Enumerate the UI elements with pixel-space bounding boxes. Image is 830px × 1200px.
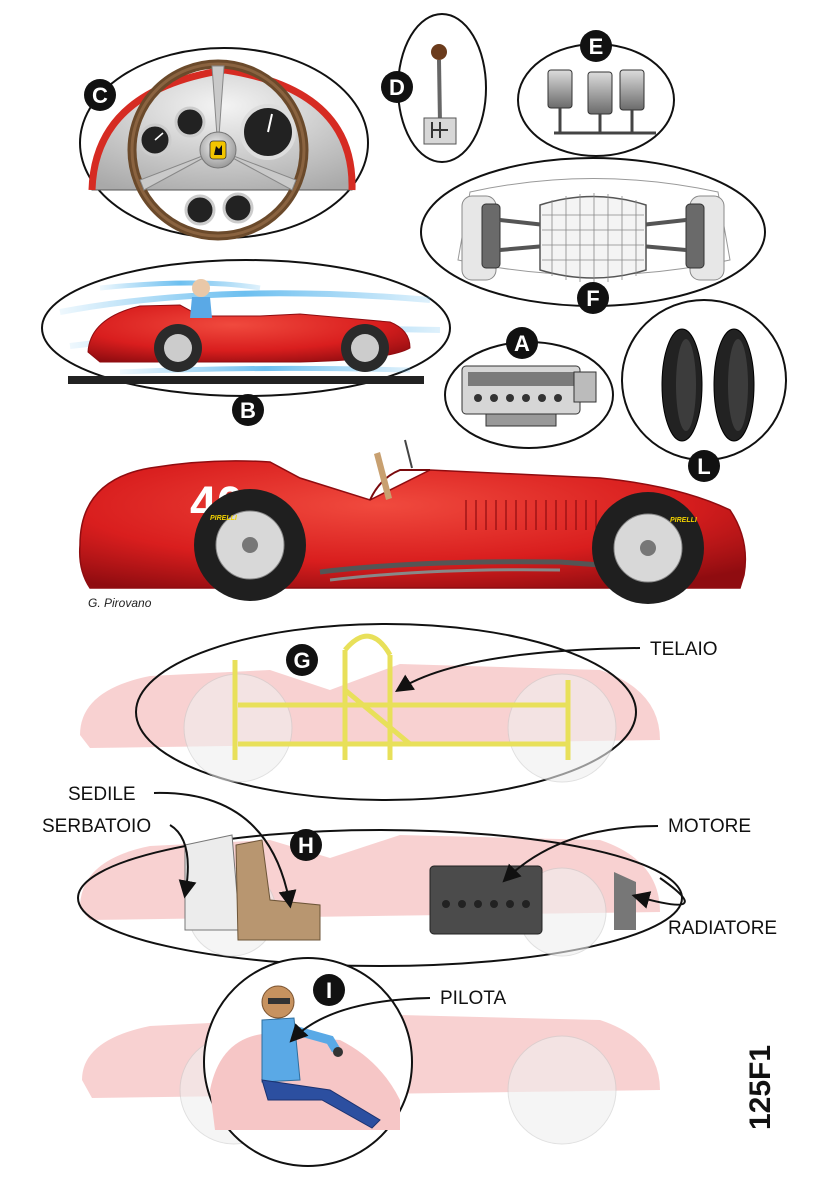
detail-d-gear-lever: D xyxy=(381,13,487,163)
body-louvres xyxy=(465,500,597,530)
steering-wheel xyxy=(127,59,309,241)
detail-i-driver: I PILOTA xyxy=(82,957,660,1167)
front-tyre-brand: PIRELLI xyxy=(670,517,698,524)
label-serbatoio: SERBATOIO xyxy=(42,816,151,837)
model-code: 125F1 xyxy=(744,1045,777,1130)
radiator xyxy=(614,872,636,930)
label-pilota: PILOTA xyxy=(440,988,506,1009)
badge-c: C xyxy=(92,83,108,108)
badge-g: G xyxy=(293,648,310,673)
dashboard-gauges xyxy=(138,104,296,226)
engine-block xyxy=(429,865,543,935)
badge-b: B xyxy=(240,398,256,423)
main-car-side-view: 40 PIRELLI PIRELLI G. Pirovano xyxy=(78,439,747,610)
label-motore: MOTORE xyxy=(668,816,751,837)
detail-e-pedals: E xyxy=(517,30,675,157)
badge-l: L xyxy=(697,454,710,479)
detail-c-dashboard: C xyxy=(79,47,369,241)
rear-wheel: PIRELLI xyxy=(194,489,306,601)
detail-h-components: H SEDILE SERBATOIO MOTORE RADIATORE xyxy=(42,784,777,967)
label-telaio: TELAIO xyxy=(650,639,718,660)
badge-d: D xyxy=(389,75,405,100)
radiator-grille xyxy=(539,195,647,279)
label-radiatore: RADIATORE xyxy=(668,918,777,939)
fuel-tank xyxy=(184,834,241,931)
badge-e: E xyxy=(589,34,604,59)
detail-b-aerodynamics: B xyxy=(41,259,451,426)
rear-tyre-brand: PIRELLI xyxy=(210,515,238,522)
label-sedile: SEDILE xyxy=(68,784,136,805)
badge-f: F xyxy=(586,286,599,311)
badge-i: I xyxy=(326,978,332,1003)
seat xyxy=(235,839,321,941)
front-wheel: PIRELLI xyxy=(592,492,704,604)
badge-a: A xyxy=(514,331,530,356)
artist-signature: G. Pirovano xyxy=(88,596,152,610)
detail-f-front-suspension: F xyxy=(420,157,766,314)
detail-g-chassis: G TELAIO xyxy=(80,623,718,801)
detail-l-tyres: L xyxy=(621,299,787,482)
detail-a-engine: A xyxy=(444,327,614,449)
chassis-tubes xyxy=(232,633,571,760)
badge-h: H xyxy=(298,833,314,858)
